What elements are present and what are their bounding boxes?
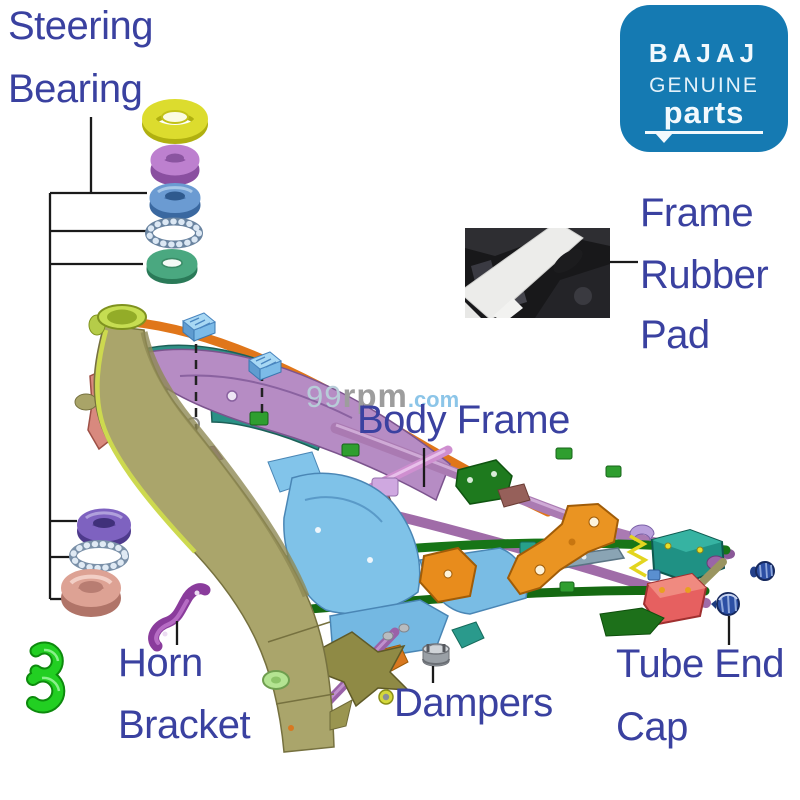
label-horn-bracket-line1: Horn xyxy=(118,641,203,685)
logo-arrow-down-icon xyxy=(655,133,673,143)
tube-end-cap-parts xyxy=(711,561,775,616)
horn-bracket-part xyxy=(148,583,211,652)
logo-underline xyxy=(645,131,763,143)
damper-part xyxy=(378,643,450,705)
label-frame-rubber-pad-line3: Pad xyxy=(640,313,710,357)
steering-bearing-callout-lines xyxy=(48,117,147,601)
logo-genuine-text: GENUINE xyxy=(649,74,759,97)
label-frame-rubber-pad-line2: Rubber xyxy=(640,253,769,297)
steering-bearing-lower-stack xyxy=(61,508,131,617)
label-steering-bearing-line1: Steering xyxy=(8,4,153,48)
label-horn-bracket-line2: Bracket xyxy=(118,703,251,747)
watermark-suffix: .com xyxy=(407,387,460,412)
watermark: 99rpm.com xyxy=(306,377,459,415)
watermark-prefix: 99 xyxy=(306,379,343,414)
label-tube-end-cap-line2: Cap xyxy=(616,705,688,749)
logo-brand-text: BAJAJ xyxy=(648,38,760,68)
watermark-name: rpm xyxy=(342,377,408,414)
frame-clips-green xyxy=(26,641,66,714)
label-steering-bearing-line2: Bearing xyxy=(8,67,143,111)
label-dampers: Dampers xyxy=(394,681,553,725)
label-tube-end-cap-line1: Tube End xyxy=(616,642,784,686)
label-body-frame: Body Frame xyxy=(357,398,570,442)
frame-rubber-pad-photo xyxy=(465,228,610,318)
label-frame-rubber-pad-line1: Frame xyxy=(640,191,754,235)
logo-parts-text: parts xyxy=(663,95,745,130)
main-beam-and-head-tube xyxy=(74,304,353,753)
bajaj-genuine-parts-logo: BAJAJ GENUINE parts xyxy=(620,5,788,152)
steering-bearing-upper-stack xyxy=(142,99,208,284)
